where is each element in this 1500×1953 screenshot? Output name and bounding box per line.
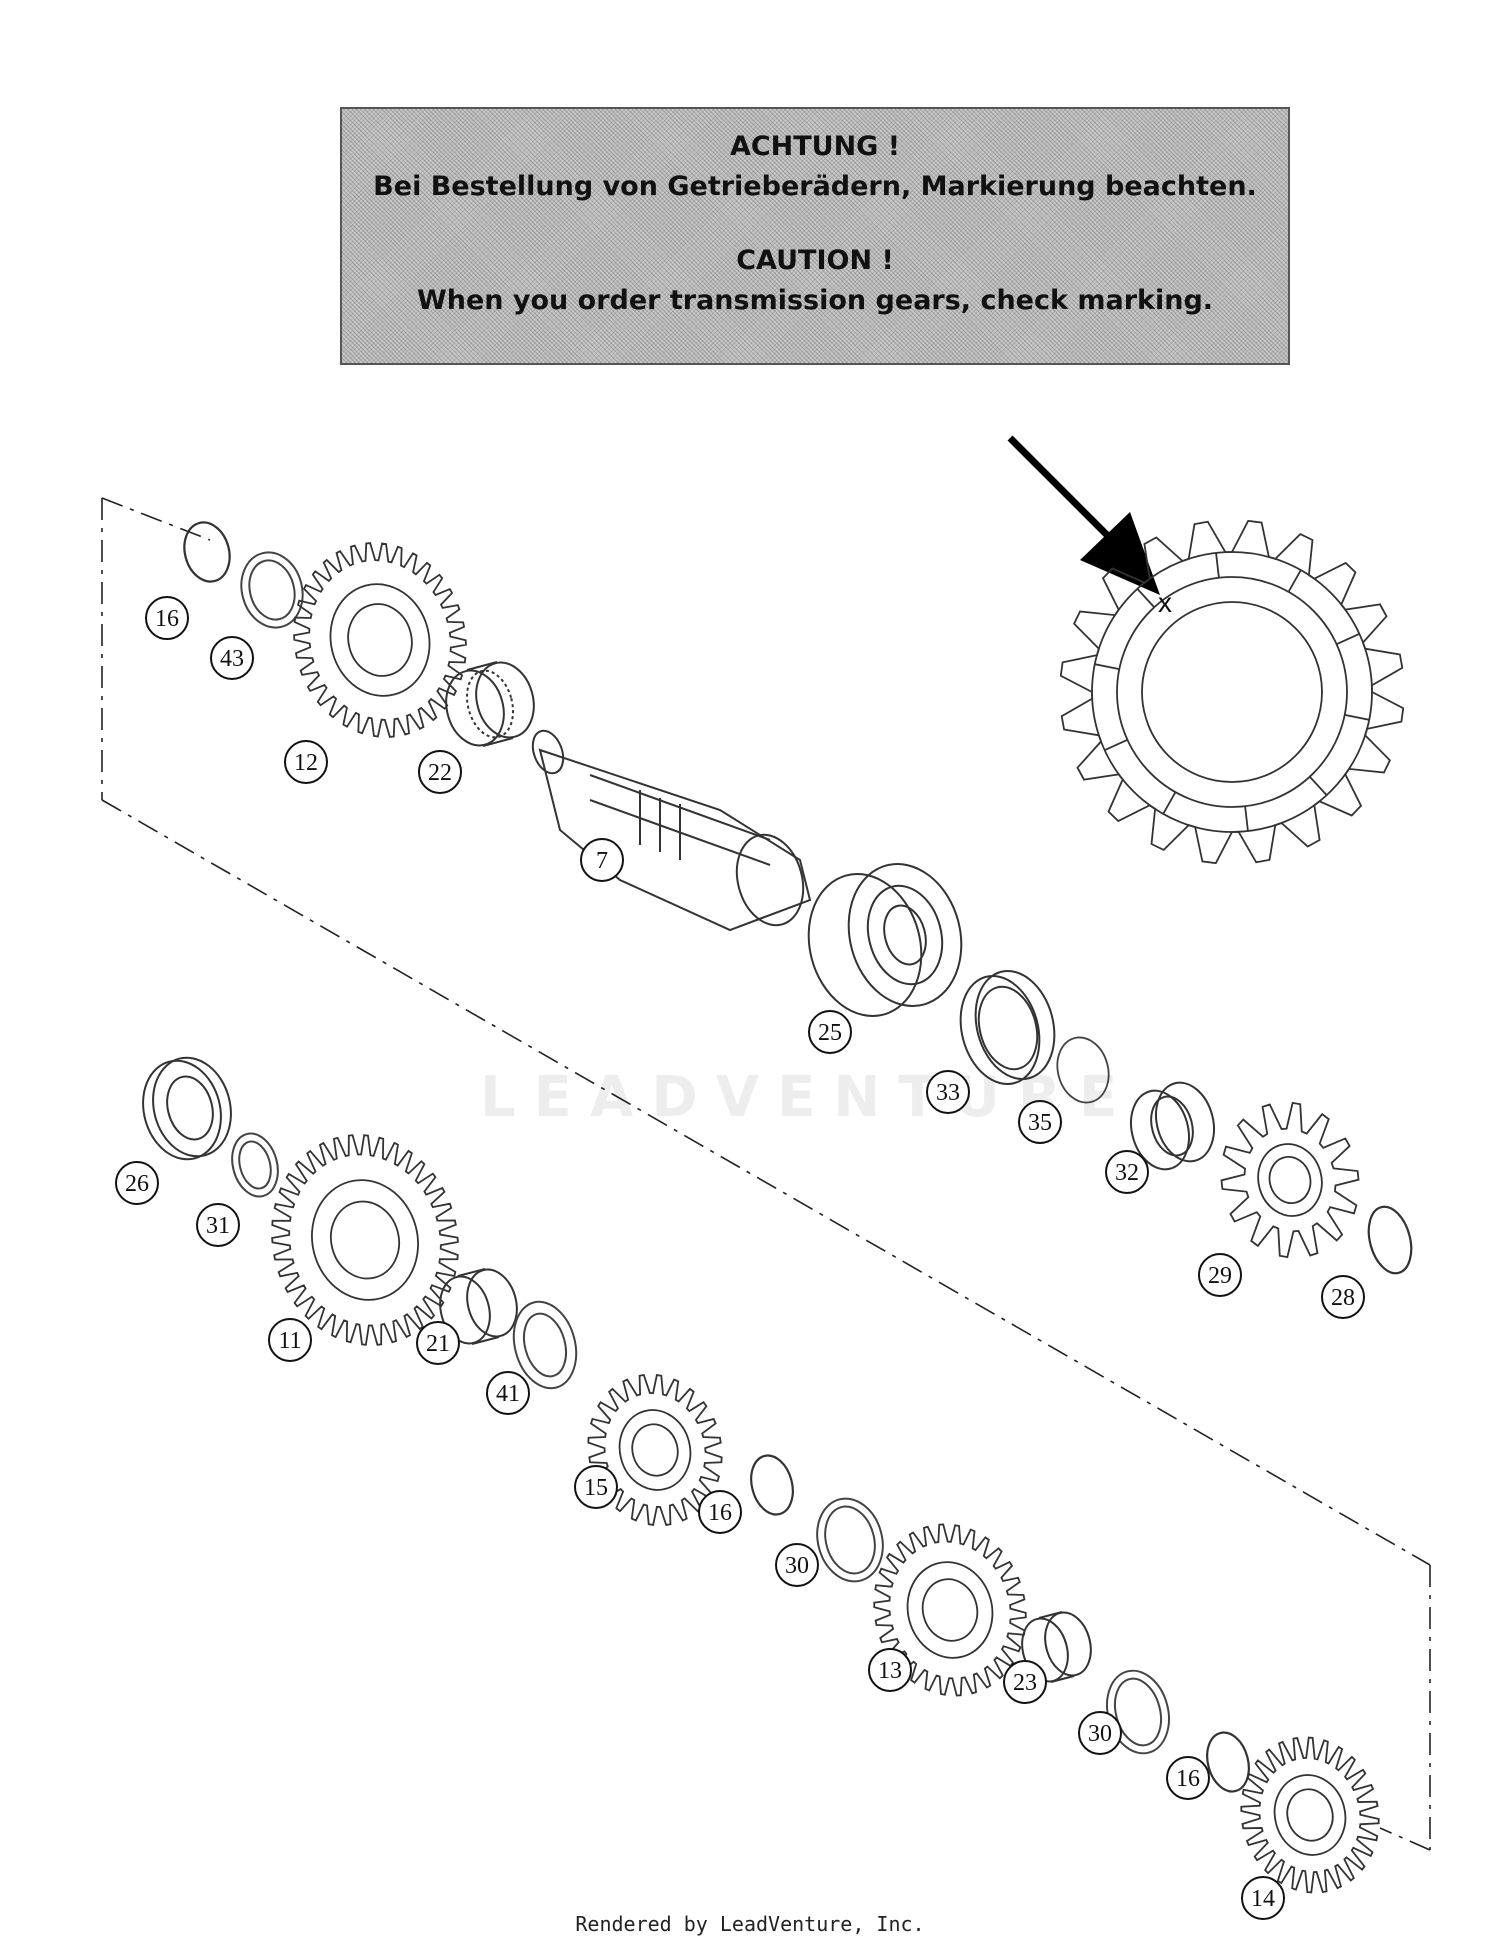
callout-29: 29 [1198,1253,1242,1297]
caution-text-en: When you order transmission gears, check… [416,285,1214,316]
caution-heading-en: CAUTION ! [736,245,894,276]
callout-label: 15 [584,1475,608,1501]
callout-label: 11 [278,1328,301,1354]
circlip-icon [183,521,231,583]
gear-icon [271,1134,459,1346]
callout-label: 32 [1115,1160,1139,1186]
callout-label: 28 [1331,1285,1355,1311]
callout-32: 32 [1105,1150,1149,1194]
callout-30: 30 [775,1543,819,1587]
gear-icon [873,1523,1027,1697]
callout-33: 33 [926,1070,970,1114]
callout-31: 31 [196,1203,240,1247]
seal-ring-icon [959,969,1056,1086]
o-ring-icon [1056,1036,1110,1104]
callout-label: 13 [878,1658,902,1684]
gear-icon [587,1374,723,1526]
callout-14: 14 [1241,1876,1285,1920]
callout-label: 21 [426,1331,450,1357]
thrust-washer-icon [816,1497,884,1583]
thrust-washer-icon [231,1132,279,1198]
part-callouts: 16 43 12 22 7 25 33 35 32 29 28 26 31 11 21 41 15 16 30 13 2… [115,596,1365,1920]
marking-symbol: x [1158,587,1172,618]
caution-box: ACHTUNG ! Bei Bestellung von Getrieberäd… [340,107,1290,365]
sprocket-icon [1220,1101,1360,1259]
callout-label: 16 [155,606,179,632]
needle-bearing-icon [439,1268,518,1345]
callout-13: 13 [868,1648,912,1692]
callout-label: 30 [1088,1721,1112,1747]
callout-12: 12 [284,740,328,784]
callout-label: 43 [220,646,244,672]
caution-text-de: Bei Bestellung von Getrieberädern, Marki… [373,171,1257,202]
gear-icon [293,542,467,738]
callout-28: 28 [1321,1275,1365,1319]
needle-bearing-icon [1021,1611,1092,1683]
callout-label: 31 [206,1213,230,1239]
gear-icon [1240,1736,1380,1894]
assembly-outline [101,497,1431,1851]
callout-label: 22 [428,760,452,786]
callout-label: 41 [496,1381,520,1407]
circlip-icon [1206,1731,1250,1793]
marking-arrow [1007,435,1160,595]
thrust-washer-icon [512,1300,578,1390]
callout-label: 33 [936,1080,960,1106]
callout-11: 11 [268,1318,312,1362]
callout-41: 41 [486,1371,530,1415]
callout-label: 35 [1028,1110,1052,1136]
callout-label: 23 [1013,1670,1037,1696]
main-shaft-icon [531,729,812,932]
circlip-icon [1367,1205,1413,1275]
callout-35: 35 [1018,1100,1062,1144]
ball-bearing-icon [142,1056,232,1161]
needle-bearing-icon [445,661,535,747]
thrust-washer-icon [240,551,304,629]
callout-label: 25 [818,1020,842,1046]
callout-label: 29 [1208,1263,1232,1289]
callout-16: 16 [698,1490,742,1534]
watermark: LEADVENTURE [480,1065,1136,1130]
callout-label: 16 [1176,1766,1200,1792]
spacer-sleeve-icon [1130,1081,1215,1171]
callout-label: 7 [596,848,608,874]
circlip-icon [750,1454,794,1516]
detail-gear-icon [1059,519,1405,865]
callout-22: 22 [418,750,462,794]
callout-label: 14 [1251,1886,1275,1912]
callout-43: 43 [210,636,254,680]
callout-label: 12 [294,750,318,776]
callout-15: 15 [574,1465,618,1509]
callout-16: 16 [145,596,189,640]
callout-label: 16 [708,1500,732,1526]
callout-25: 25 [808,1010,852,1054]
callout-30: 30 [1078,1711,1122,1755]
ball-bearing-icon [807,863,963,1017]
caution-heading-de: ACHTUNG ! [729,131,901,162]
callout-16: 16 [1166,1756,1210,1800]
callout-23: 23 [1003,1660,1047,1704]
callout-label: 30 [785,1553,809,1579]
callout-21: 21 [416,1321,460,1365]
callout-26: 26 [115,1161,159,1205]
callout-label: 26 [125,1171,149,1197]
footer-credit: Rendered by LeadVenture, Inc. [575,1912,925,1936]
callout-7: 7 [580,838,624,882]
